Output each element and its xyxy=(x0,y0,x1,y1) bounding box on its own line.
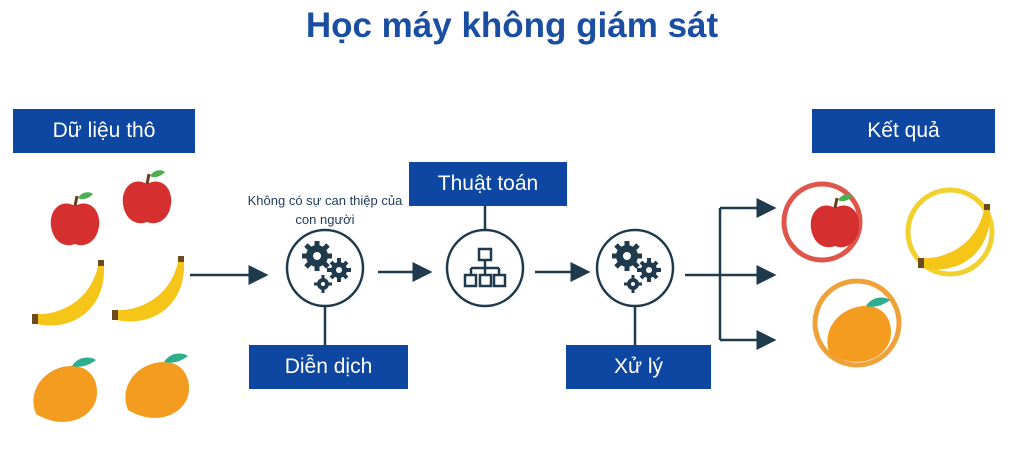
result-clusters xyxy=(781,181,995,368)
banana-icon xyxy=(112,256,185,322)
raw-fruits xyxy=(32,168,189,422)
algorithm-label: Thuật toán xyxy=(409,162,567,206)
apple-icon xyxy=(49,190,101,247)
mango-icon xyxy=(125,353,189,418)
mango-icon xyxy=(33,357,97,422)
gears-icon xyxy=(612,241,661,293)
apple-icon xyxy=(121,168,173,225)
processing-circle xyxy=(595,228,675,308)
result-label: Kết quả xyxy=(812,109,995,153)
gears-icon xyxy=(302,241,351,293)
hierarchy-icon xyxy=(463,247,507,288)
processing-label: Xử lý xyxy=(566,345,711,389)
interpretation-label: Diễn dịch xyxy=(249,345,408,389)
interpretation-circle xyxy=(285,228,365,308)
no-human-note: Không có sự can thiệp của con người xyxy=(247,193,403,227)
raw-data-label: Dữ liệu thô xyxy=(13,109,195,153)
diagram-title: Học máy không giám sát xyxy=(305,6,719,45)
algorithm-circle xyxy=(445,228,525,308)
banana-icon xyxy=(32,260,105,326)
